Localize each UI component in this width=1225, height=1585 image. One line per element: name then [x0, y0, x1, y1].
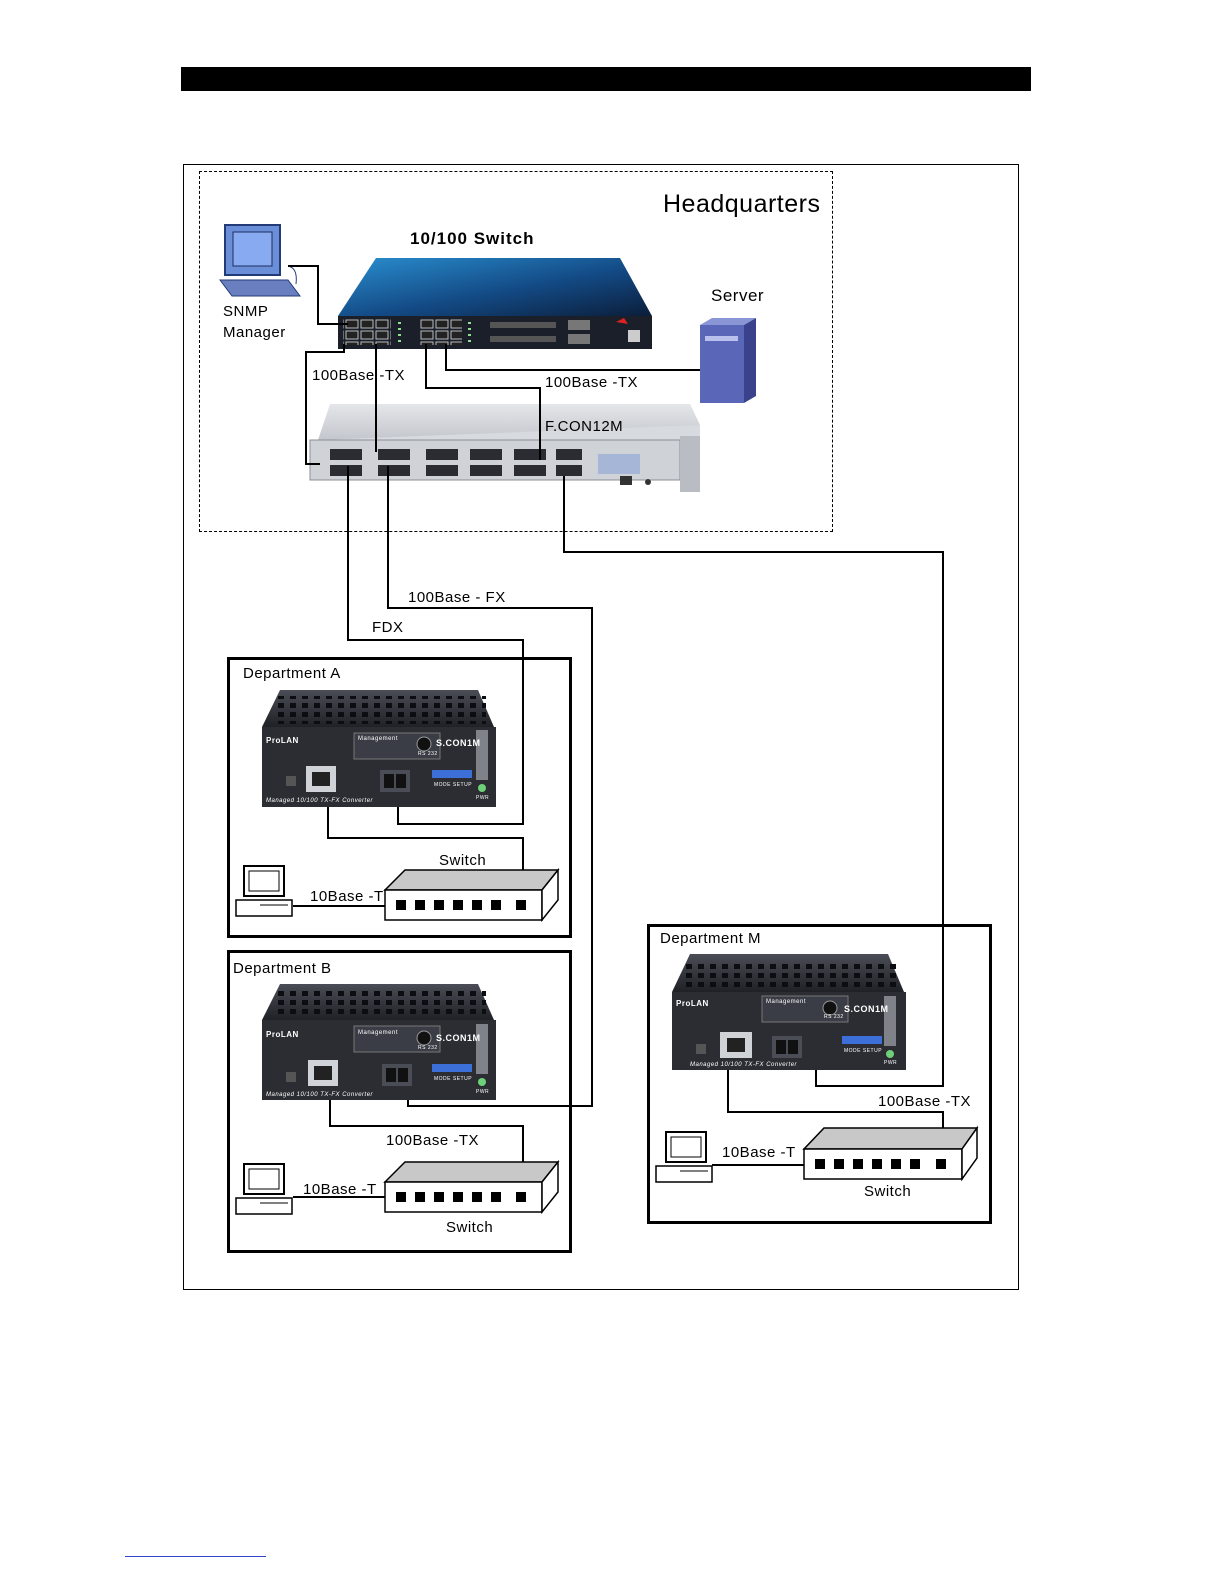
dept-a-title: Department A — [243, 665, 341, 682]
switch-label: 10/100 Switch — [410, 229, 535, 248]
dept-m-title: Department M — [660, 930, 762, 947]
dept-m-pc-link-label: 10Base -T — [722, 1144, 796, 1161]
converter-dept-m — [672, 954, 906, 1070]
dept-m-uplink-label: 100Base -TX — [878, 1093, 972, 1110]
snmp-manager-pc-icon — [219, 224, 301, 297]
dept-a-rs232: RS 232 — [418, 751, 438, 757]
dept-m-switch-label: Switch — [864, 1183, 912, 1200]
dept-b-rs232: RS 232 — [418, 1045, 438, 1051]
diagram-frame — [183, 164, 1019, 1290]
fcon12m-chassis — [309, 404, 700, 492]
server-label: Server — [711, 286, 765, 305]
dept-a-switch-icon — [383, 867, 560, 923]
dept-b-mode-setup: MODE SETUP — [434, 1076, 473, 1082]
dept-a-pwr: PWR — [476, 795, 490, 801]
footnote-rule — [125, 1556, 266, 1557]
dept-m-rs232: RS 232 — [824, 1014, 844, 1020]
headquarters-title: Headquarters — [663, 190, 821, 218]
dept-b-caption: Managed 10/100 TX-FX Converter — [266, 1092, 374, 1098]
dept-a-brand-label: ProLAN — [266, 736, 299, 745]
dept-m-mode-setup: MODE SETUP — [844, 1048, 883, 1054]
department-a-box — [227, 657, 572, 938]
fcon12m-label: F.CON12M — [545, 418, 624, 435]
dept-m-pc-icon — [655, 1131, 713, 1183]
dept-a-switch-label: Switch — [439, 852, 487, 869]
dept-m-caption: Managed 10/100 TX-FX Converter — [690, 1062, 798, 1068]
server-icon — [700, 318, 756, 403]
dept-b-uplink-label: 100Base -TX — [386, 1132, 480, 1149]
dept-a-caption: Managed 10/100 TX-FX Converter — [266, 798, 374, 804]
hq-link-left-label: 100Base -TX — [312, 367, 406, 384]
headquarters-zone — [199, 171, 833, 532]
switch-10-100 — [338, 258, 652, 349]
dept-a-mode-setup: MODE SETUP — [434, 782, 473, 788]
dept-b-switch-label: Switch — [446, 1219, 494, 1236]
dept-b-pc-link-label: 10Base -T — [303, 1181, 377, 1198]
converter-dept-b — [262, 984, 496, 1100]
converter-dept-a — [262, 690, 496, 807]
dept-b-management-label: Management — [358, 1030, 399, 1036]
dept-m-brand-label: ProLAN — [676, 999, 709, 1008]
dept-b-title: Department B — [233, 960, 332, 977]
fdx-link-label: FDX — [372, 619, 404, 636]
snmp-label-line1: SNMP — [223, 303, 269, 320]
dept-m-management-label: Management — [766, 999, 807, 1005]
department-b-box — [227, 950, 572, 1253]
dept-b-device-label: S.CON1M — [436, 1033, 481, 1043]
dept-a-pc-icon — [235, 865, 293, 917]
dept-a-management-label: Management — [358, 736, 399, 742]
dept-a-pc-link-label: 10Base -T — [310, 888, 384, 905]
dept-b-switch-icon — [383, 1159, 560, 1215]
dept-b-pc-icon — [235, 1163, 293, 1215]
dept-m-pwr: PWR — [884, 1060, 898, 1066]
dept-a-device-label: S.CON1M — [436, 738, 481, 748]
snmp-label-line2: Manager — [223, 324, 286, 341]
dept-b-pwr: PWR — [476, 1089, 490, 1095]
header-bar — [181, 67, 1031, 91]
fx-link-label: 100Base - FX — [408, 589, 506, 606]
department-m-box — [647, 924, 992, 1224]
dept-b-brand-label: ProLAN — [266, 1030, 299, 1039]
dept-m-switch-icon — [802, 1125, 979, 1182]
dept-m-device-label: S.CON1M — [844, 1004, 889, 1014]
hq-link-right-label: 100Base -TX — [545, 374, 639, 391]
